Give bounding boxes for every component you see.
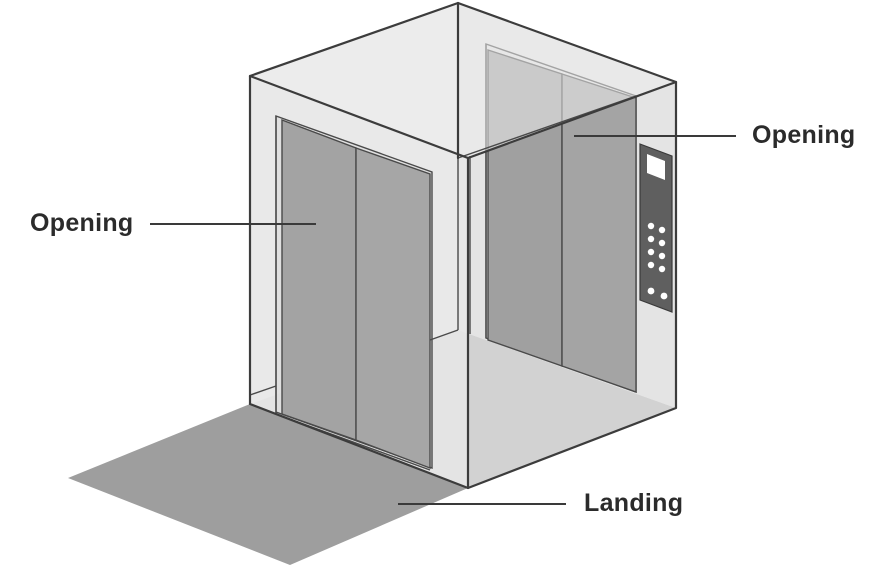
label-opening-front: Opening: [30, 209, 133, 237]
label-landing: Landing: [584, 489, 683, 517]
front-door-left-panel: [281, 118, 357, 441]
landing-floor: [68, 404, 468, 565]
label-opening-back: Opening: [752, 121, 855, 149]
back-door-right-panel: [561, 73, 637, 393]
front-door-right-panel: [355, 147, 431, 470]
cabin-outline: [248, 1, 678, 490]
inner-floor-edge-left: [249, 385, 277, 396]
inner-floor-edge: [429, 329, 459, 341]
elevator-control-panel-icon: [639, 143, 673, 313]
